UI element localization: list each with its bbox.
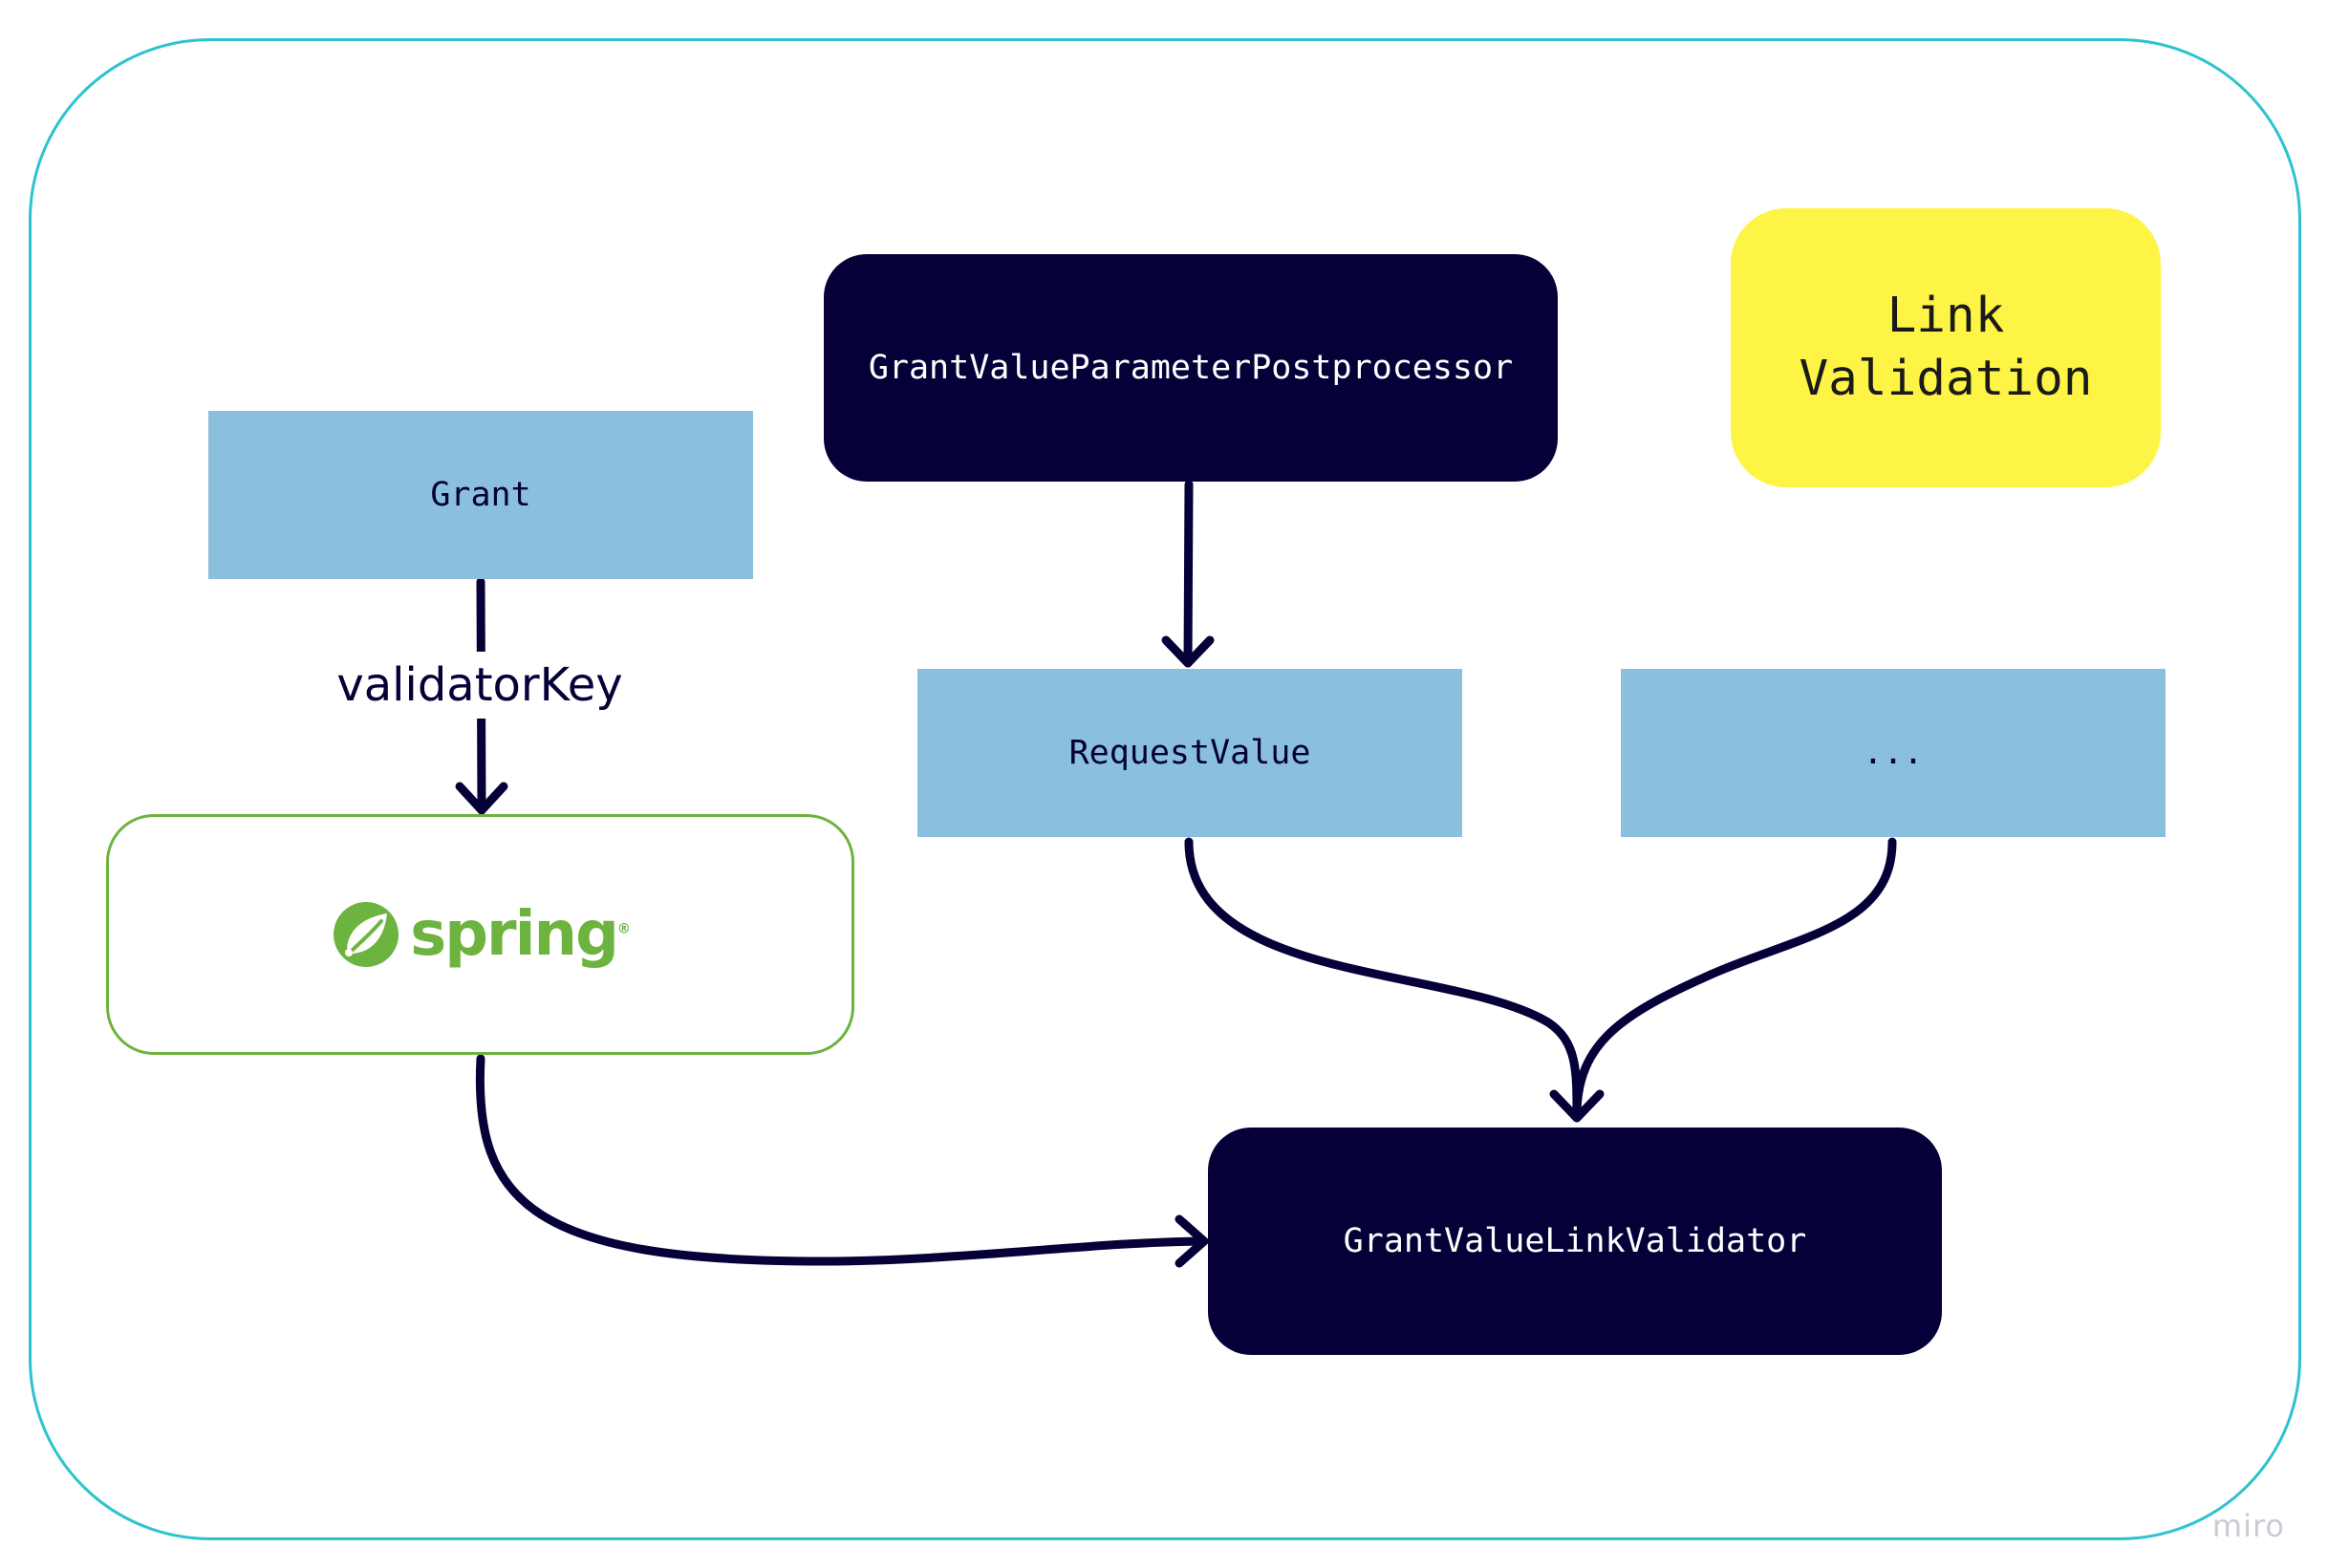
edge-label-validatorkey: validatorKey [336, 652, 623, 719]
node-postprocessor-label: GrantValueParameterPostprocessor [868, 349, 1514, 387]
edge-postprocessor-to-requestvalue [1183, 480, 1194, 668]
sticky-note-link-validation[interactable]: Link Validation [1731, 208, 2161, 487]
spring-leaf-icon [334, 902, 399, 967]
node-grant[interactable]: Grant [208, 411, 753, 579]
sticky-note-label: Link Validation [1799, 288, 2093, 407]
diagram-frame [29, 38, 2301, 1540]
arrowhead-spring [455, 782, 508, 815]
node-postprocessor[interactable]: GrantValueParameterPostprocessor [824, 254, 1558, 482]
node-other-value-label: ... [1863, 734, 1924, 772]
miro-watermark: miro [2211, 1508, 2285, 1544]
arrowhead-validator-top [1549, 1089, 1605, 1123]
node-validator[interactable]: GrantValueLinkValidator [1208, 1128, 1942, 1355]
arrowhead-validator-left [1175, 1214, 1209, 1268]
node-other-value[interactable]: ... [1621, 669, 2166, 837]
arrowhead-requestvalue [1161, 635, 1215, 668]
node-grant-label: Grant [430, 476, 531, 514]
node-validator-label: GrantValueLinkValidator [1343, 1222, 1807, 1260]
edge-spring-to-validator [475, 1054, 1209, 1266]
node-request-value[interactable]: RequestValue [917, 669, 1462, 837]
node-spring[interactable]: spring® [106, 814, 854, 1055]
edge-requestvalue-to-validator [1184, 837, 1582, 1120]
spring-logo: spring® [332, 899, 631, 970]
spring-wordmark: spring® [410, 899, 631, 970]
edge-other-to-validator [1572, 837, 1897, 1120]
node-request-value-label: RequestValue [1068, 734, 1311, 772]
